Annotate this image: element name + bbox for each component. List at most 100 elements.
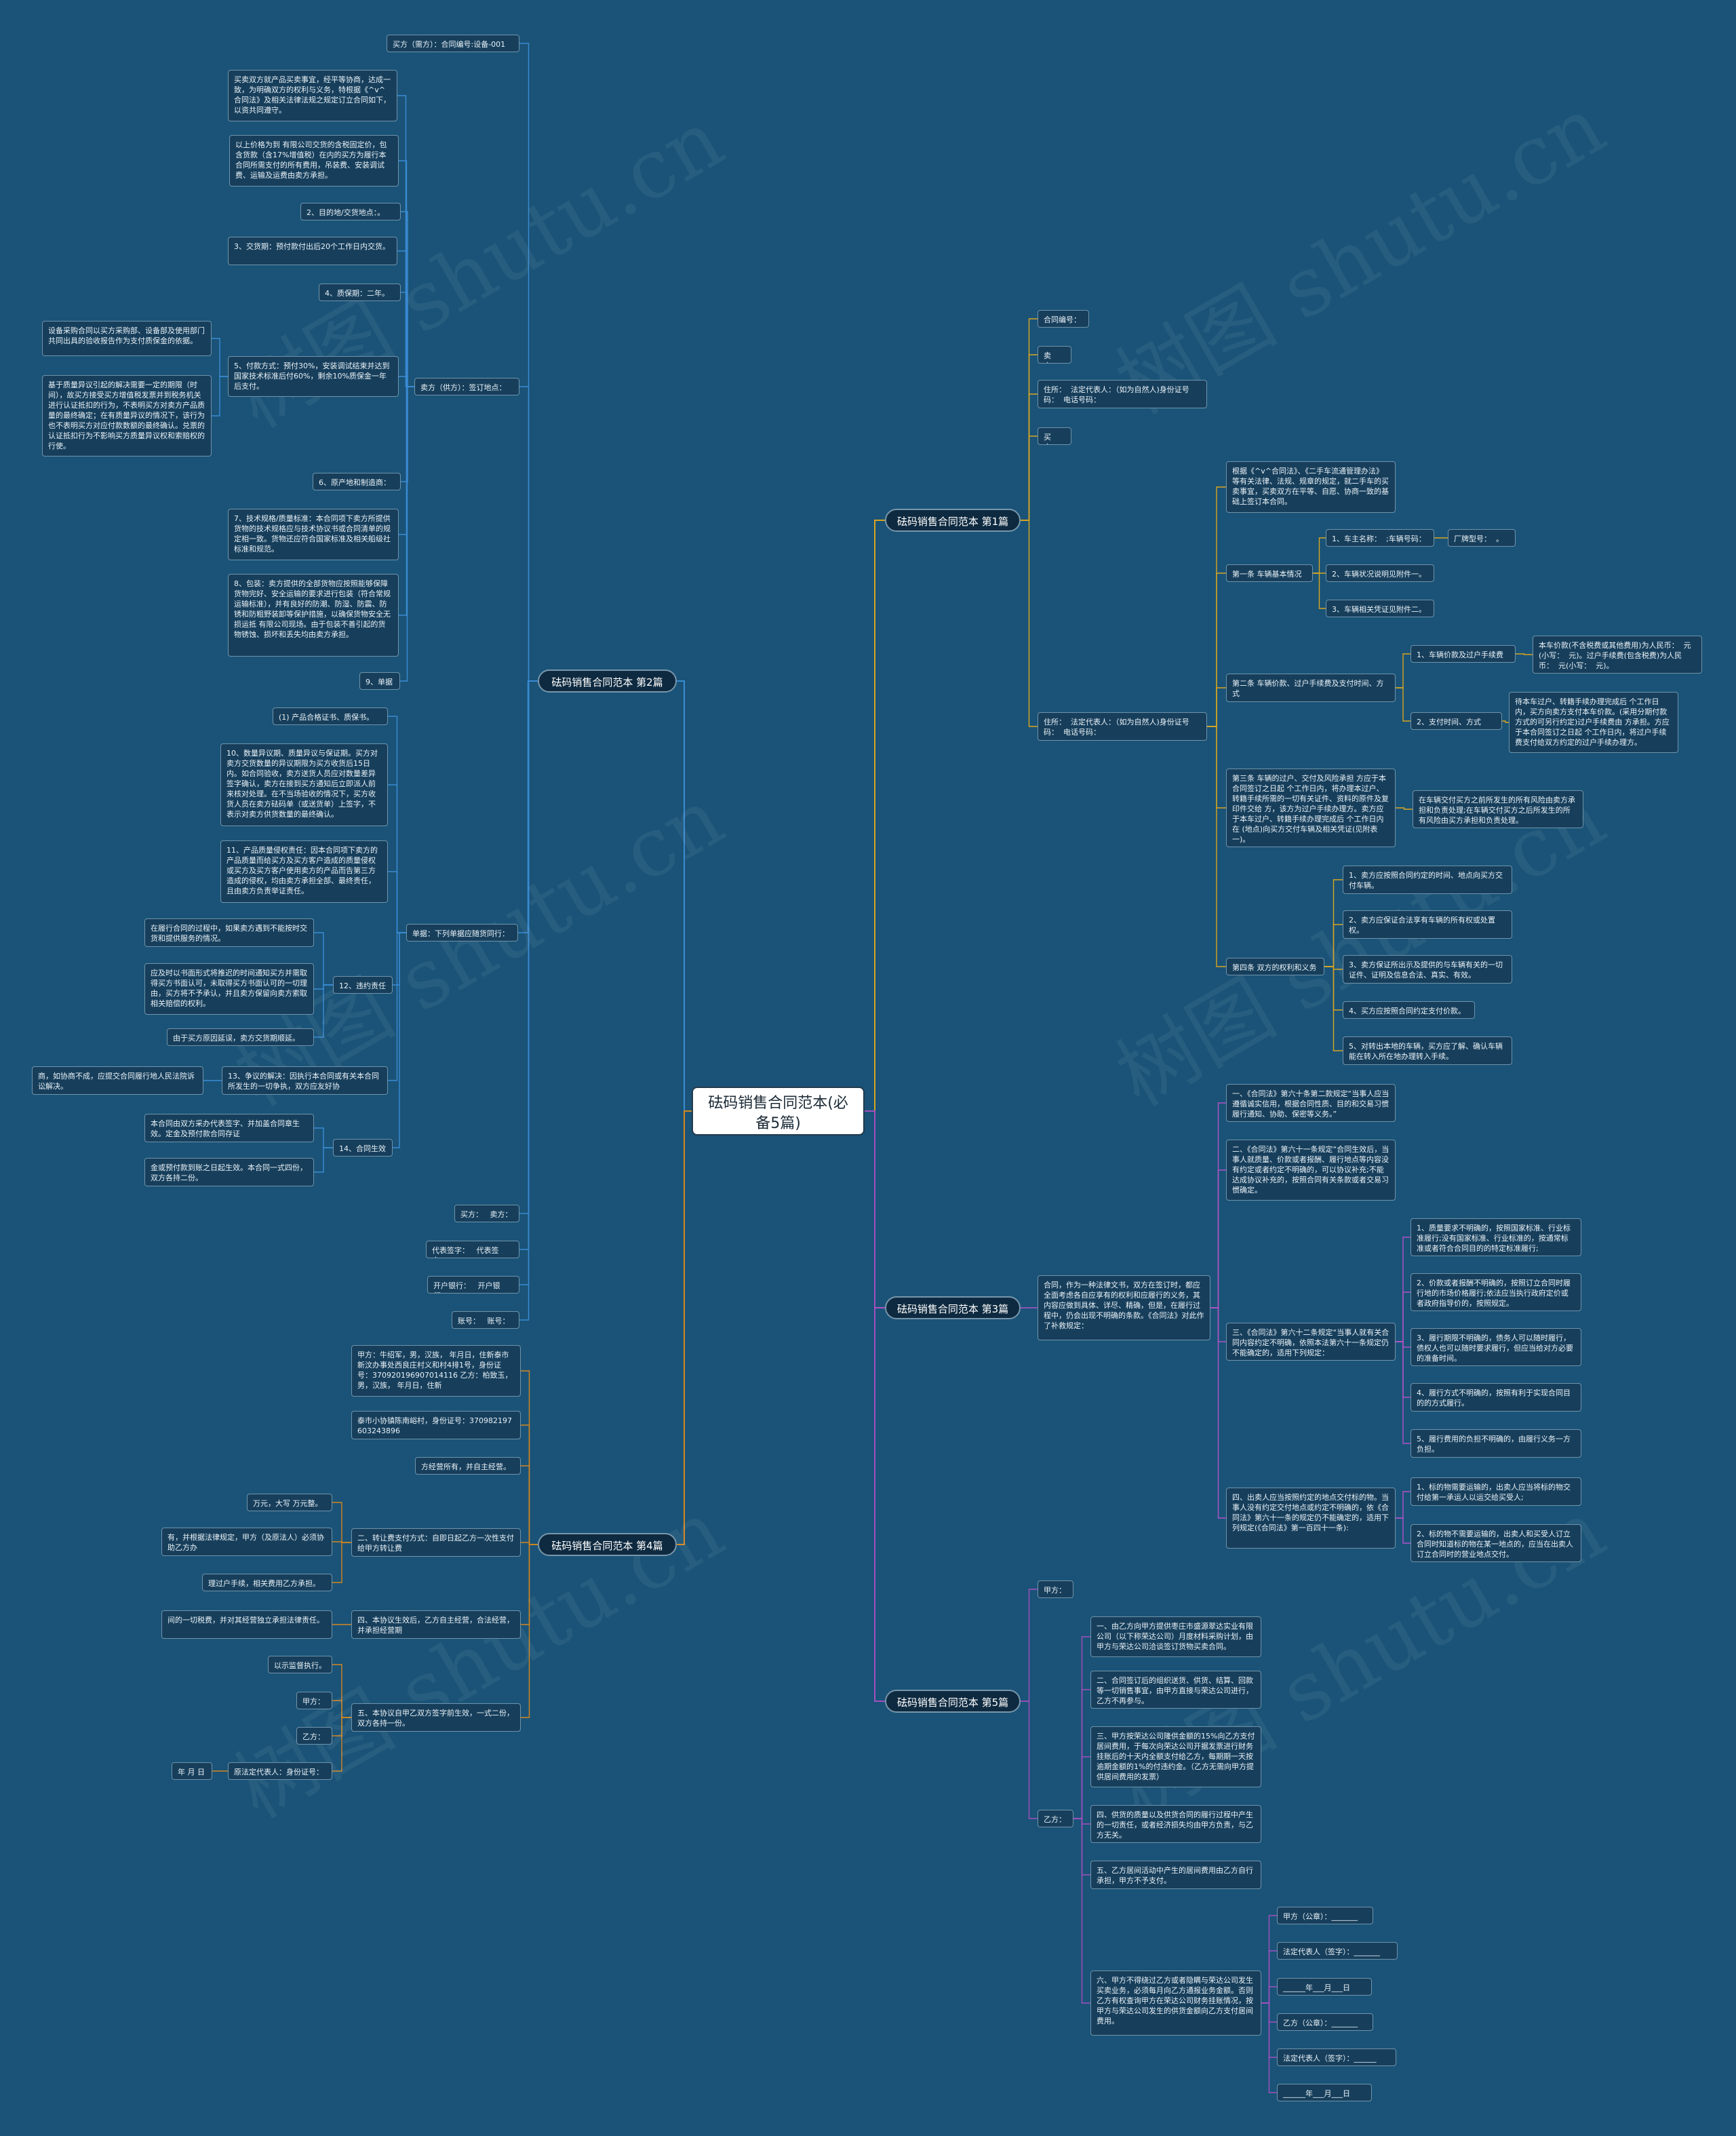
topic-node-b2-d11[interactable]: 11、产品质量侵权责任：因本合同项下卖方的产品质量而给买方及买方客户造成的质量侵… [220, 840, 388, 903]
topic-node-b2-d14b[interactable]: 金或预付款到账之日起生效。本合同一式四份，双方各持二份。 [144, 1158, 314, 1186]
topic-node-b5-1[interactable]: 一、由乙方向甲方提供枣庄市盛源翠达实业有限公司（以下称荣达公司）月度材料采购计划… [1090, 1616, 1261, 1657]
topic-node-b5-6e[interactable]: 法定代表人（签字）：______ [1277, 2048, 1396, 2066]
topic-node-b1-c1[interactable]: 第一条 车辆基本情况 [1226, 564, 1313, 582]
topic-node-b4-l6a[interactable]: 以示监督执行。 [268, 1656, 332, 1673]
topic-node-b1-c4a[interactable]: 1、卖方应按照合同约定的时间、地点向买方交付车辆。 [1343, 866, 1512, 894]
topic-node-b5-b[interactable]: 乙方： [1038, 1810, 1073, 1827]
topic-node-b5-5[interactable]: 五、乙方居间活动中产生的居间费用由乙方自行承担，甲方不予支付。 [1090, 1861, 1261, 1889]
topic-node-b5-3[interactable]: 三、甲方按荣达公司隆供金额的15%向乙方支付居间费用，于每次向荣达公司开据发票进… [1090, 1726, 1261, 1787]
topic-node-b1-c4c[interactable]: 3、卖方保证所出示及提供的与车辆有关的一切证件、证明及信息合法、真实、有效。 [1343, 955, 1512, 984]
topic-node-b2-t2[interactable]: 代表签字： 代表签字： [426, 1241, 519, 1258]
topic-node-b5-6f[interactable]: ______年___月___日 [1277, 2084, 1372, 2101]
topic-node-b5-6b[interactable]: 法定代表人（签字）：_______ [1277, 1942, 1398, 1960]
topic-node-b2-d12c[interactable]: 由于买方原因延误，卖方交货期顺延。 [167, 1028, 314, 1046]
topic-node-b2-t1[interactable]: 买方： 卖方： [454, 1205, 519, 1222]
topic-node-b3-p3d[interactable]: 4、履行方式不明确的，按照有利于实现合同目的的方式履行。 [1410, 1383, 1581, 1412]
central-topic[interactable]: 砝码销售合同范本(必备5篇) [692, 1087, 865, 1135]
topic-node-b4-l2[interactable]: 泰市小协镇陈南峪村，身份证号：370982197603243896 [351, 1411, 521, 1439]
branch-topic-b3[interactable]: 砝码销售合同范本 第3篇 [885, 1296, 1021, 1319]
topic-node-b2-d13[interactable]: 13、争议的解决：因执行本合同或有关本合同所发生的一切争执，双方应友好协 [222, 1066, 388, 1095]
topic-node-b3-p4[interactable]: 四、出卖人应当按照约定的地点交付标的物。当事人没有约定交付地点或约定不明确的，依… [1226, 1488, 1396, 1549]
topic-node-b2-s2[interactable]: 2、目的地/交货地点：。 [300, 203, 401, 220]
topic-node-b3-p3c[interactable]: 3、履行期限不明确的，债务人可以随时履行，债权人也可以随时要求履行，但应当给对方… [1410, 1328, 1581, 1366]
topic-node-b1-c2[interactable]: 第二条 车辆价款、过户手续费及支付时间、方式 [1226, 674, 1396, 702]
topic-node-b3-main[interactable]: 合同，作为一种法律文书，双方在签订时，都应全面考虑各自应享有的权利和应履行的义务… [1038, 1275, 1210, 1340]
topic-node-b1-c2b1[interactable]: 待本车过户、转籍手续办理完成后 个工作日内，买方向卖方支付本车价款。(采用分期付… [1509, 692, 1678, 753]
topic-node-b4-l4c[interactable]: 理过户手续，相关费用乙方承担。 [202, 1574, 332, 1591]
topic-node-b2-d12a[interactable]: 在履行合同的过程中，如果卖方遇到不能按时交货和提供服务的情况。 [144, 918, 314, 947]
topic-node-b3-p4b[interactable]: 2、标的物不需要运输的，出卖人和买受人订立合同时知道标的物在某一地点的，应当在出… [1410, 1524, 1581, 1562]
topic-node-b5-2[interactable]: 二、合同签订后的组织送货、供货、结算、回款等一切销售事宜，由甲方直接与荣达公司进… [1090, 1671, 1261, 1709]
topic-node-b2-s0[interactable]: 买卖双方就产品买卖事宜，经平等协商，达成一致，为明确双方的权利与义务，特根据《^… [228, 70, 397, 121]
topic-node-b1-n3[interactable]: 住所： 法定代表人：（如为自然人)身份证号码： 电话号码： [1038, 380, 1207, 408]
topic-node-b2-buyer[interactable]: 买方（需方）：合同编号:设备-001 [387, 35, 519, 52]
topic-node-b4-l4b[interactable]: 有，并根据法律规定，甲方（及原法人）必须协助乙方办 [161, 1528, 332, 1556]
topic-node-b4-l6[interactable]: 五、本协议自甲乙双方签字前生效，一式二份，双方各持一份。 [351, 1703, 521, 1732]
branch-topic-b4[interactable]: 砝码销售合同范本 第4篇 [538, 1533, 677, 1556]
topic-node-b2-d13a[interactable]: 商，如协商不成，应提交合同履行地人民法院诉讼解决。 [32, 1066, 203, 1095]
topic-node-b3-p3a[interactable]: 1、质量要求不明确的，按照国家标准、行业标准履行;没有国家标准、行业标准的，按通… [1410, 1218, 1581, 1256]
topic-node-b5-6[interactable]: 六、甲方不得绕过乙方或者隐瞒与荣达公司发生买卖业务，必须每月向乙方通报业务金额。… [1090, 1970, 1261, 2036]
topic-node-b1-c4e[interactable]: 5、对转出本地的车辆，买方应了解、确认车辆能在转入所在地办理转入手续。 [1343, 1036, 1512, 1065]
topic-node-b1-c1c[interactable]: 3、车辆相关凭证见附件二。 [1326, 600, 1434, 617]
topic-node-b2-docs[interactable]: 单据：下列单据应随货同行： [406, 924, 518, 941]
topic-node-b2-s7[interactable]: 7、技术规格/质量标准：本合同项下卖方所提供货物的技术规格应与技术协议书或合同清… [228, 509, 399, 560]
topic-node-b1-c1a[interactable]: 1、车主名称： ;车辆号码： ; [1326, 529, 1434, 547]
topic-node-b2-d14[interactable]: 14、合同生效 [333, 1139, 393, 1157]
topic-node-b1-c3[interactable]: 第三条 车辆的过户、交付及风险承担 方应于本合同签订之日起 个工作日内，将办理本… [1226, 769, 1396, 847]
topic-node-b1-n4[interactable]: 买方： [1038, 427, 1071, 445]
topic-node-b4-l6b[interactable]: 甲方： [296, 1692, 332, 1709]
topic-node-b2-seller[interactable]: 卖方（供方）：签订地点： [414, 378, 519, 395]
topic-node-b2-s5[interactable]: 5、付款方式：预付30%，安装调试结束并达到国家技术标准后付60%，剩余10%质… [228, 356, 399, 397]
topic-node-b2-s9[interactable]: 9、单据 [359, 672, 400, 690]
topic-node-b4-l1[interactable]: 甲方：牛绍军，男，汉族， 年月日，住新泰市新汶办事处西良庄村义和村4排1号，身份… [351, 1345, 521, 1397]
topic-node-b2-s4[interactable]: 4、质保期：二年。 [319, 284, 401, 301]
topic-node-b1-c3a[interactable]: 在车辆交付买方之前所发生的所有风险由卖方承担和负责处理;在车辆交付买方之后所发生… [1413, 790, 1583, 828]
topic-node-b3-p2[interactable]: 二、《合同法》第六十一条规定“合同生效后，当事人就质量、价款或者报酬、履行地点等… [1226, 1140, 1396, 1201]
topic-node-b1-n5[interactable]: 住所： 法定代表人：（如为自然人)身份证号码： 电话号码： [1038, 712, 1207, 741]
topic-node-b2-s5b[interactable]: 基于质量异议引起的解决需要一定的期限（时间），故买方接受买方增值税发票并到税务机… [42, 375, 212, 457]
topic-node-b2-s6[interactable]: 6、原产地和制造商： [313, 473, 401, 490]
topic-node-b4-l4a[interactable]: 万元，大写 万元整。 [247, 1494, 332, 1511]
topic-node-b4-l6d1[interactable]: 年 月 日 [172, 1762, 212, 1780]
branch-topic-b1[interactable]: 砝码销售合同范本 第1篇 [885, 509, 1021, 532]
topic-node-b3-p3e[interactable]: 5、履行费用的负担不明确的，由履行义务一方负担。 [1410, 1429, 1581, 1458]
topic-node-b4-l4[interactable]: 二、转让费支付方式：自即日起乙方一次性支付给甲方转让费 [351, 1528, 521, 1557]
topic-node-b3-p4a[interactable]: 1、标的物需要运输的，出卖人应当将标的物交付给第一承运人以运交给买受人; [1410, 1477, 1581, 1506]
topic-node-b1-c4b[interactable]: 2、卖方应保证合法享有车辆的所有权或处置权。 [1343, 910, 1512, 939]
topic-node-b2-d10[interactable]: 10、数量异议期、质量异议与保证期。买方对卖方交货数量的异议期限为买方收货后15… [220, 743, 388, 826]
topic-node-b4-l6c[interactable]: 乙方： [296, 1727, 332, 1745]
topic-node-b2-d12b[interactable]: 应及时以书面形式将推迟的时间通知买方并需取得买方书面认可，未取得买方书面认可的一… [144, 963, 314, 1015]
topic-node-b1-c2a1[interactable]: 本车价款(不含税费或其他费用)为人民币： 元(小写： 元)。过户手续费(包含税费… [1533, 636, 1702, 674]
topic-node-b2-s5a[interactable]: 设备采购合同以买方采购部、设备部及使用部门共同出具的验收报告作为支付质保金的依据… [42, 321, 212, 356]
topic-node-b5-a[interactable]: 甲方： [1038, 1580, 1073, 1598]
topic-node-b1-c4d[interactable]: 4、买方应按照合同约定支付价款。 [1343, 1001, 1475, 1019]
topic-node-b4-l5a[interactable]: 间的一切税费，并对其经营独立承担法律责任。 [161, 1610, 332, 1639]
topic-node-b2-d14a[interactable]: 本合同由双方采办代表签字、并加盖合同章生效。定金及预付款合同存证 [144, 1114, 314, 1142]
topic-node-b3-p3b[interactable]: 2、价款或者报酬不明确的，按照订立合同时履行地的市场价格履行;依法应当执行政府定… [1410, 1273, 1581, 1311]
topic-node-b1-p0[interactable]: 根据《^v^合同法》、《二手车流通管理办法》等有关法律、法规、规章的规定，就二手… [1226, 461, 1396, 513]
topic-node-b1-c1b[interactable]: 2、车辆状况说明见附件一。 [1326, 564, 1434, 582]
topic-node-b1-c2b[interactable]: 2、支付时间、方式 [1410, 712, 1502, 730]
topic-node-b1-c1a1[interactable]: 厂牌型号： 。 [1448, 529, 1516, 547]
topic-node-b4-l6d[interactable]: 原法定代表人：身份证号： [228, 1762, 332, 1780]
topic-node-b2-t4[interactable]: 账号： 账号： [452, 1311, 519, 1329]
topic-node-b2-s3[interactable]: 3、交货期：预付款付出后20个工作日内交货。 [228, 237, 397, 265]
topic-node-b3-p3[interactable]: 三、《合同法》第六十二条规定“当事人就有关合同内容约定不明确，依照本法第六十一条… [1226, 1323, 1396, 1361]
branch-topic-b5[interactable]: 砝码销售合同范本 第5篇 [885, 1690, 1021, 1713]
topic-node-b5-6a[interactable]: 甲方（公章）：_______ [1277, 1907, 1373, 1924]
topic-node-b2-t3[interactable]: 开户银行： 开户银行： [427, 1276, 519, 1294]
topic-node-b3-p1[interactable]: 一、《合同法》第六十条第二款规定“当事人应当遵循诚实信用，根据合同性质、目的和交… [1226, 1084, 1396, 1122]
topic-node-b5-6d[interactable]: 乙方（公章）：_______ [1277, 2013, 1373, 2031]
topic-node-b4-l3[interactable]: 方经营所有，并自主经营。 [415, 1457, 521, 1475]
topic-node-b1-c2a[interactable]: 1、车辆价款及过户手续费 [1410, 645, 1516, 663]
topic-node-b1-c4[interactable]: 第四条 双方的权利和义务 [1226, 958, 1324, 975]
topic-node-b2-s8[interactable]: 8、包装：卖方提供的全部货物应按照能够保障货物完好、安全运输的要求进行包装（符合… [228, 574, 399, 657]
topic-node-b5-4[interactable]: 四、供货的质量以及供货合同的履行过程中产生的一切责任，或者经济损失均由甲方负责，… [1090, 1805, 1261, 1843]
topic-node-b2-d1[interactable]: (1) 产品合格证书、质保书。 [273, 707, 388, 725]
branch-topic-b2[interactable]: 砝码销售合同范本 第2篇 [538, 669, 677, 693]
topic-node-b1-n1[interactable]: 合同编号： [1038, 310, 1089, 328]
topic-node-b2-s1[interactable]: 以上价格为到 有限公司交货的含税固定价，包含货款（含17%增值税）在内的买方为履… [229, 135, 399, 187]
topic-node-b2-d12[interactable]: 12、违约责任 [333, 976, 393, 994]
topic-node-b5-6c[interactable]: ______年___月___日 [1277, 1978, 1372, 1996]
